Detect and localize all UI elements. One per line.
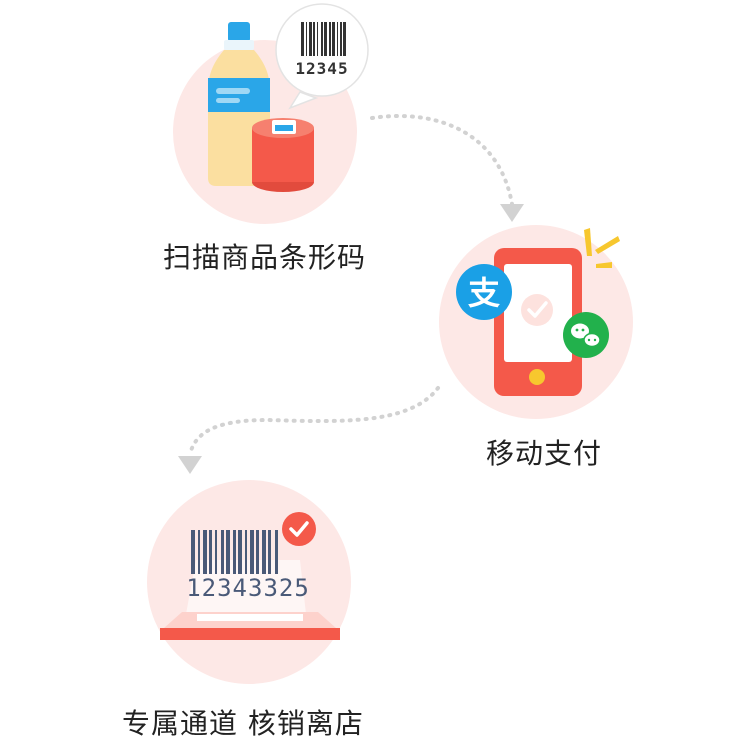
barcode-stripe bbox=[209, 530, 212, 574]
barcode-stripe bbox=[221, 530, 224, 574]
barcode-stripe bbox=[215, 530, 217, 574]
barcode-stripe bbox=[245, 530, 247, 574]
barcode-3-bars bbox=[191, 530, 278, 574]
barcode-stripe bbox=[332, 22, 335, 56]
barcode-bubble: 12345 bbox=[275, 3, 369, 110]
barcode-stripe bbox=[256, 530, 259, 574]
barcode-stripe bbox=[309, 22, 312, 56]
barcode-1-number: 12345 bbox=[295, 59, 348, 78]
barcode-stripe bbox=[324, 22, 327, 56]
arrow-1 bbox=[370, 113, 524, 222]
step-2-label: 移动支付 bbox=[486, 437, 603, 470]
check-badge-icon bbox=[282, 512, 316, 546]
can-icon bbox=[252, 118, 314, 192]
barcode-stripe bbox=[268, 530, 271, 574]
barcode-stripe bbox=[340, 22, 342, 56]
barcode-stripe bbox=[226, 530, 230, 574]
barcode-3-number: 12343325 bbox=[186, 574, 310, 602]
barcode-stripe bbox=[275, 530, 278, 574]
barcode-stripe bbox=[306, 22, 307, 56]
barcode-stripe bbox=[317, 22, 318, 56]
barcode-stripe bbox=[198, 530, 200, 574]
barcode-stripe bbox=[343, 22, 346, 56]
barcode-stripe bbox=[191, 530, 195, 574]
barcode-stripe bbox=[313, 22, 315, 56]
step-3-label: 专属通道 核销离店 bbox=[122, 707, 364, 740]
step-1-label: 扫描商品条形码 bbox=[163, 241, 367, 274]
barcode-1-bars bbox=[301, 22, 346, 56]
step-3-exit: 12343325 bbox=[147, 480, 351, 684]
barcode-stripe bbox=[238, 530, 242, 574]
step-2-pay: 支 bbox=[439, 225, 633, 419]
alipay-icon: 支 bbox=[456, 264, 512, 320]
arrow-2 bbox=[178, 386, 440, 474]
wechat-icon bbox=[563, 312, 609, 358]
sparkle-icon bbox=[584, 228, 620, 268]
barcode-stripe bbox=[301, 22, 304, 56]
step-1-scan: 12345 bbox=[173, 3, 369, 224]
barcode-stripe bbox=[203, 530, 207, 574]
barcode-stripe bbox=[337, 22, 338, 56]
barcode-stripe bbox=[250, 530, 254, 574]
barcode-stripe bbox=[329, 22, 331, 56]
barcode-stripe bbox=[321, 22, 323, 56]
alipay-glyph: 支 bbox=[468, 274, 500, 312]
phone-icon bbox=[494, 248, 582, 396]
barcode-stripe bbox=[262, 530, 266, 574]
scanner-pad-icon bbox=[160, 612, 340, 640]
barcode-stripe bbox=[233, 530, 236, 574]
